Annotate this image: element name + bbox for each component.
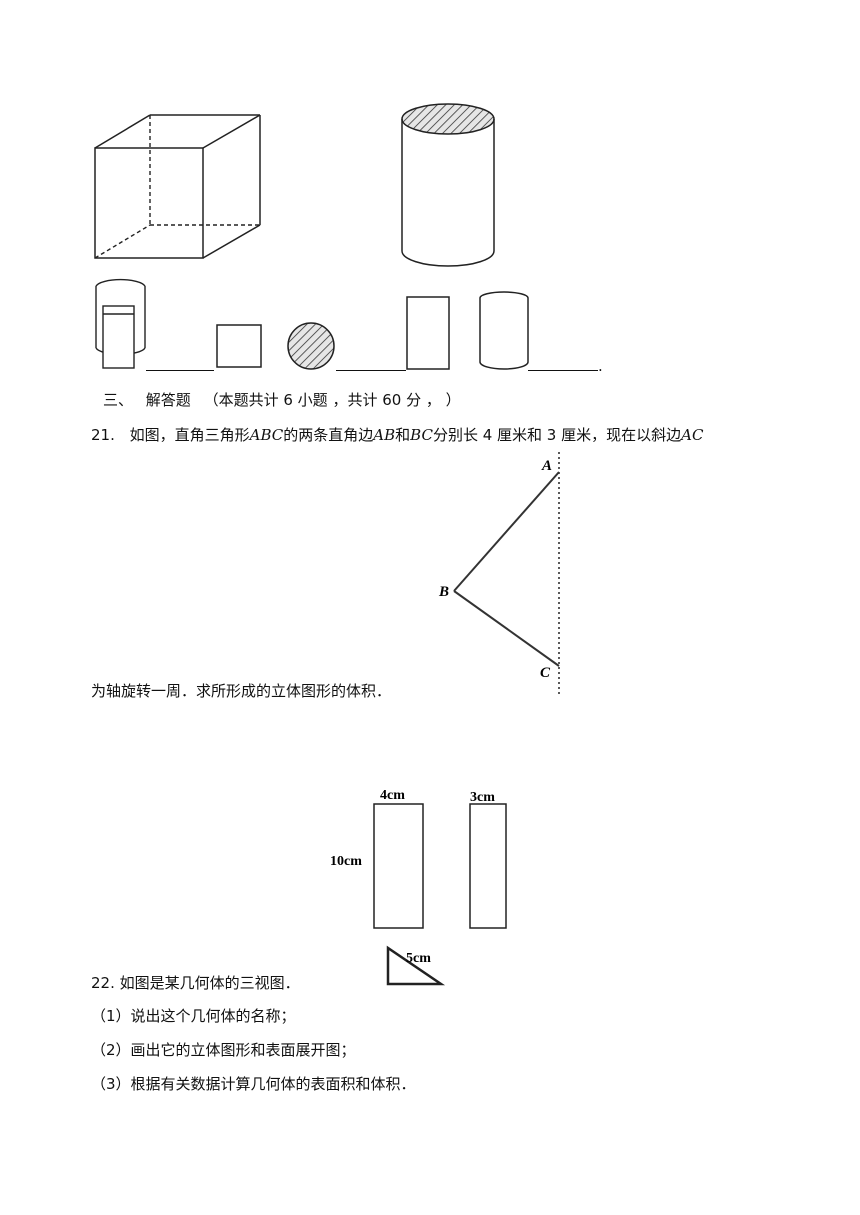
q21-text-a: 如图，直角三角形 (129, 426, 250, 444)
view-rectangle (406, 296, 450, 370)
q21-ac: AC (681, 426, 704, 444)
q22-stem: 22. 如图是某几何体的三视图． (91, 974, 300, 992)
answer-blank-3[interactable] (528, 356, 598, 371)
q21-number: 21. (91, 426, 115, 444)
view1-block (102, 305, 135, 369)
q21-ab: AB (373, 426, 396, 444)
q21-stem-line1: 21. 如图，直角三角形ABC的两条直角边AB和BC分别长 4 厘米和 3 厘米… (91, 425, 703, 445)
q22-front-view (373, 803, 424, 929)
q22-dim-side-width: 3cm (470, 790, 495, 805)
cylinder-top-face (401, 103, 495, 135)
answer-blank-1[interactable] (146, 356, 214, 371)
q22-item-2: （2）画出它的立体图形和表面展开图； (91, 1041, 356, 1059)
q22-item-1: （1）说出这个几何体的名称； (91, 1007, 296, 1025)
cube-figure (94, 114, 261, 259)
answer-blank-2[interactable] (336, 356, 406, 371)
cube-front-face (94, 147, 204, 259)
q21-side-ab (453, 471, 560, 592)
q21-text-c: 和 (395, 426, 411, 444)
view5-top-arc (479, 291, 529, 299)
q22-dim-height: 10cm (330, 854, 362, 869)
view-row-period: . (598, 357, 603, 375)
cylinder-figure (401, 103, 495, 267)
view-square (216, 324, 262, 368)
view-hatched-circle (287, 322, 335, 370)
view5-bottom-arc (479, 361, 529, 370)
section-three-heading: 三、 解答题 （本题共计 6 小题 ，共计 60 分 ， ） (103, 390, 461, 410)
section-three-title: 解答题 (145, 391, 191, 409)
q22-item-3: （3）根据有关数据计算几何体的表面积和体积． (91, 1075, 416, 1093)
view2-square (216, 324, 262, 368)
q21-triangle-figure: A B C (438, 452, 560, 695)
cube-edge-top-right (202, 114, 261, 149)
q21-label-b: B (438, 584, 449, 600)
view-cylinder-side (479, 291, 529, 370)
q22-top-view-triangle (386, 945, 446, 986)
cylinder-bottom-arc (401, 250, 495, 267)
view1-cylinder-top-arc (95, 278, 146, 287)
cube-hidden-edge-depth (94, 224, 151, 259)
q22-dim-front-width: 4cm (380, 788, 405, 803)
q22-side-view (469, 803, 507, 929)
view4-rectangle (406, 296, 450, 370)
q22-dim-hyp: 5cm (406, 951, 431, 966)
cube-edge-top-left (94, 114, 151, 149)
q21-bc: BC (410, 426, 433, 444)
section-three-note: （本题共计 6 小题 ，共计 60 分 ， ） (203, 391, 461, 409)
q21-side-bc (453, 590, 560, 667)
q21-label-c: C (540, 665, 551, 681)
q21-stem-line2: 为轴旋转一周．求所形成的立体图形的体积． (91, 682, 392, 700)
q21-text-b: 的两条直角边 (283, 426, 374, 444)
q21-text-d: 分别长 4 厘米和 3 厘米，现在以斜边 (432, 426, 682, 444)
view3-circle (287, 322, 335, 370)
section-three-label: 三、 (103, 391, 134, 409)
q21-label-a: A (541, 458, 552, 474)
q22-three-views-figure: 4cm 3cm 10cm 5cm (330, 788, 507, 986)
cube-edge-bottom-right (202, 224, 261, 259)
q21-abc: ABC (249, 426, 284, 444)
view-cylinder-with-block (95, 278, 146, 369)
